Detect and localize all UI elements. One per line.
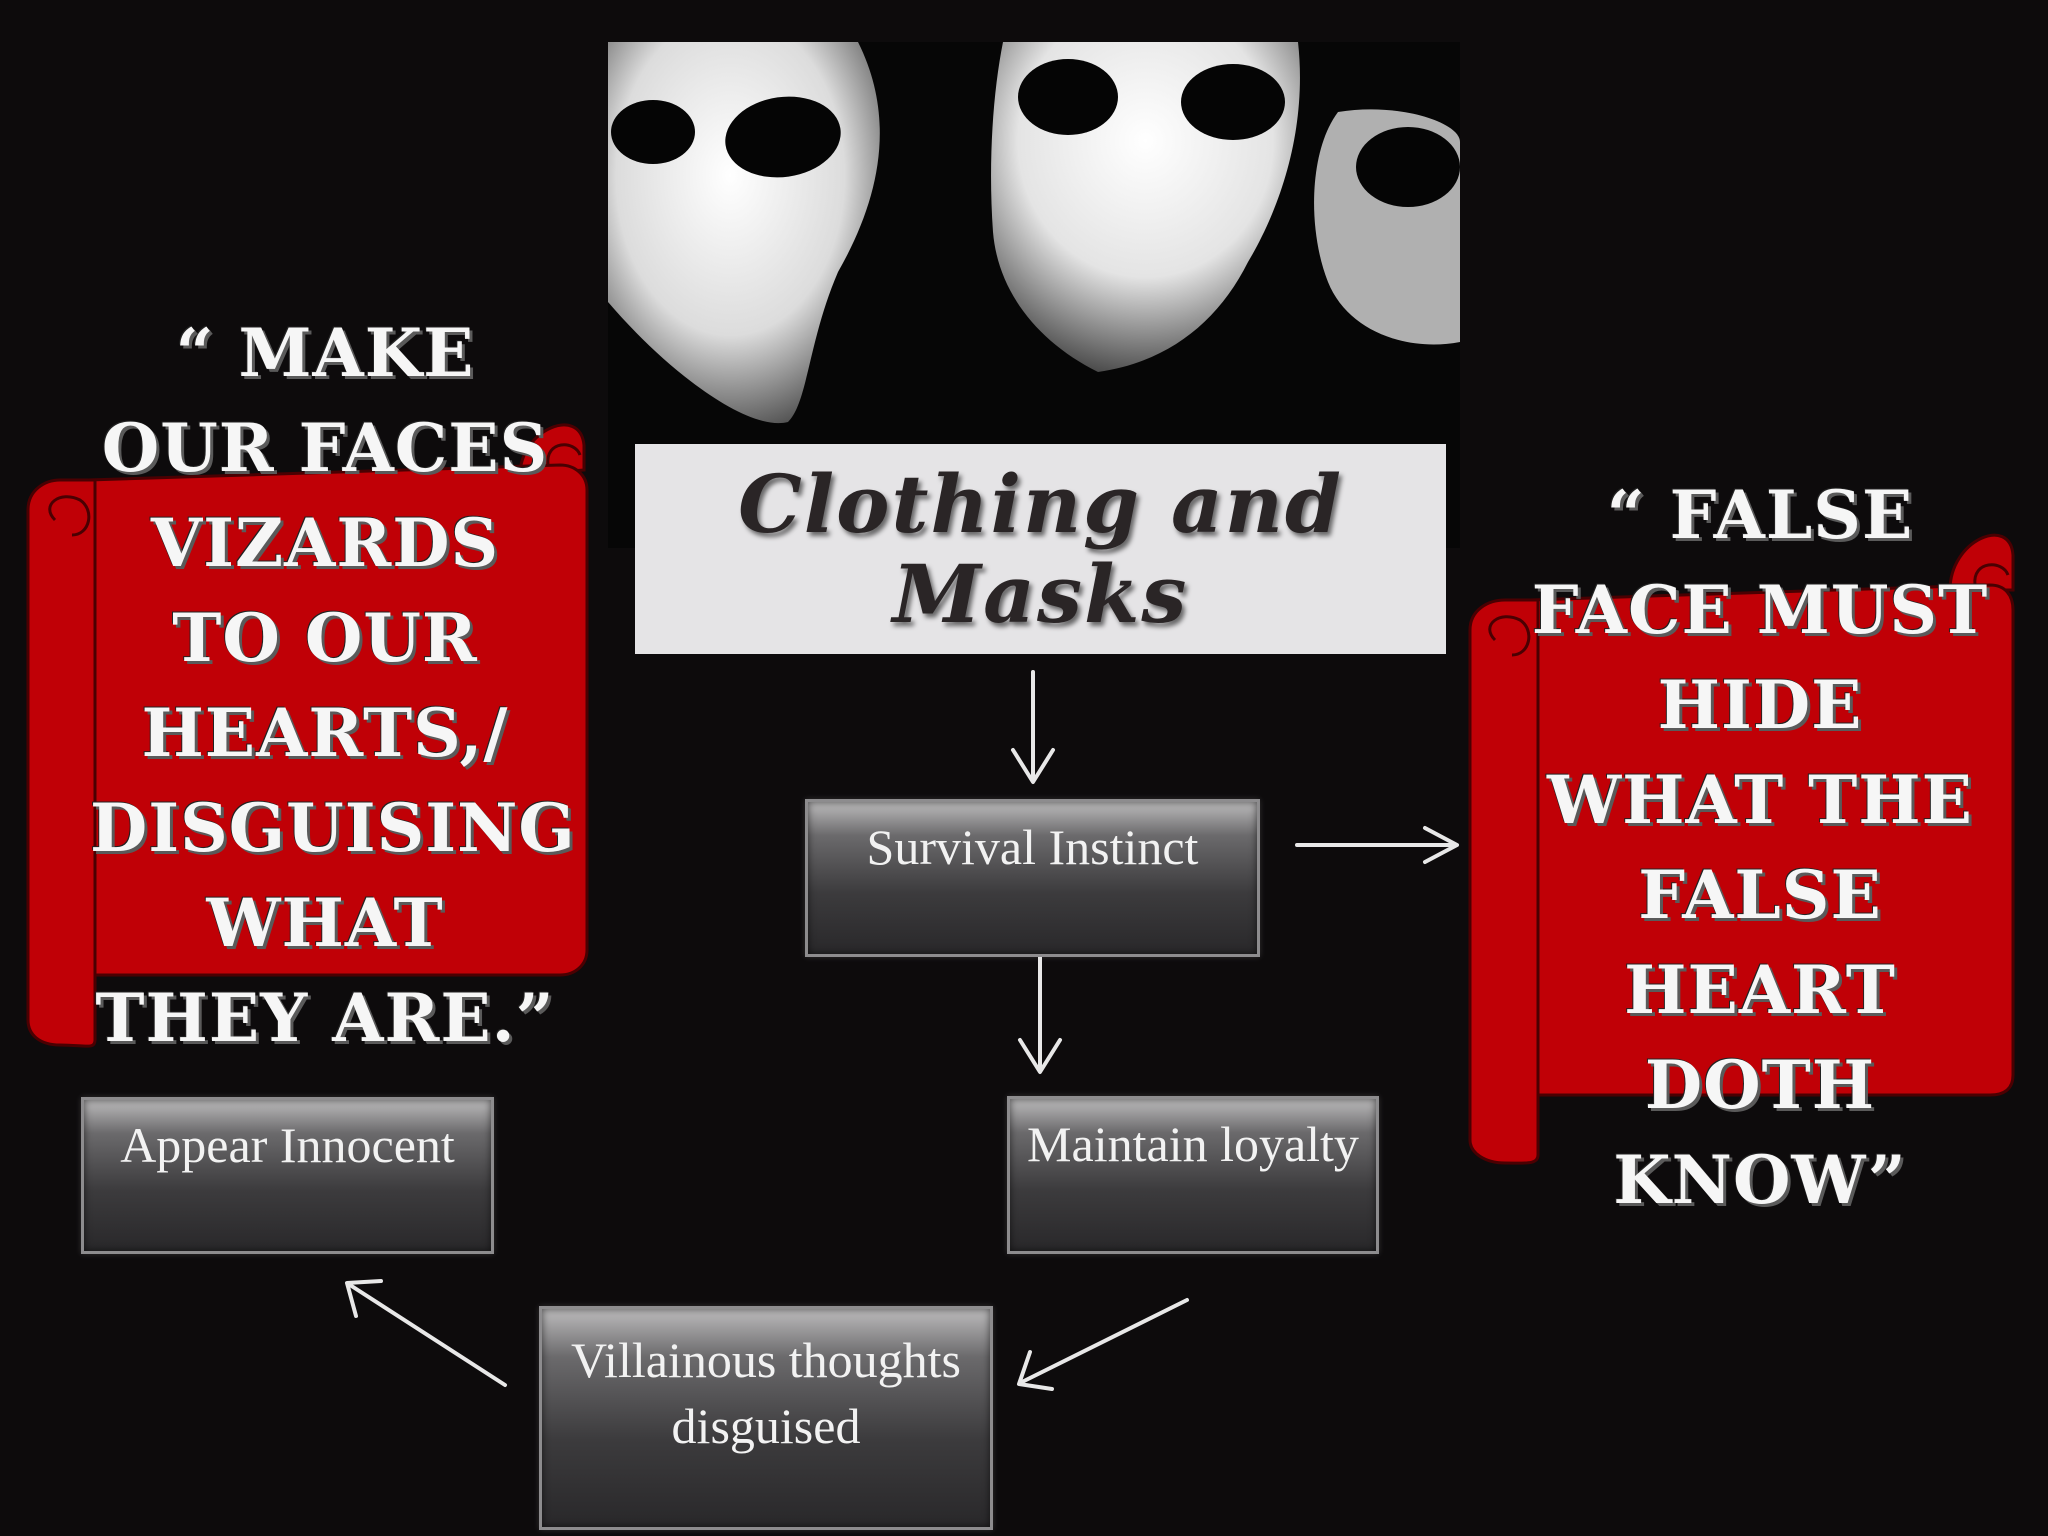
quote-right: “ False face must hide what the false he… xyxy=(1531,476,1989,1219)
title-banner: Clothing and Masks xyxy=(635,444,1446,654)
flow-label: Villainous thoughts disguised xyxy=(570,1332,962,1454)
flow-label: Appear Innocent xyxy=(120,1117,455,1173)
flow-label: Maintain loyalty xyxy=(1027,1116,1359,1172)
diagram-title: Clothing and Masks xyxy=(738,457,1343,641)
flow-box-maintain-loyalty: Maintain loyalty xyxy=(1007,1096,1379,1254)
flow-box-appear-innocent: Appear Innocent xyxy=(81,1097,494,1254)
masks-photo xyxy=(608,42,1460,548)
quote-left: “ Make our faces vizards to our hearts,/… xyxy=(90,314,576,1057)
flow-box-villainous-thoughts: Villainous thoughts disguised xyxy=(539,1306,993,1530)
flow-label: Survival Instinct xyxy=(866,819,1199,875)
flow-box-survival-instinct: Survival Instinct xyxy=(805,799,1260,957)
